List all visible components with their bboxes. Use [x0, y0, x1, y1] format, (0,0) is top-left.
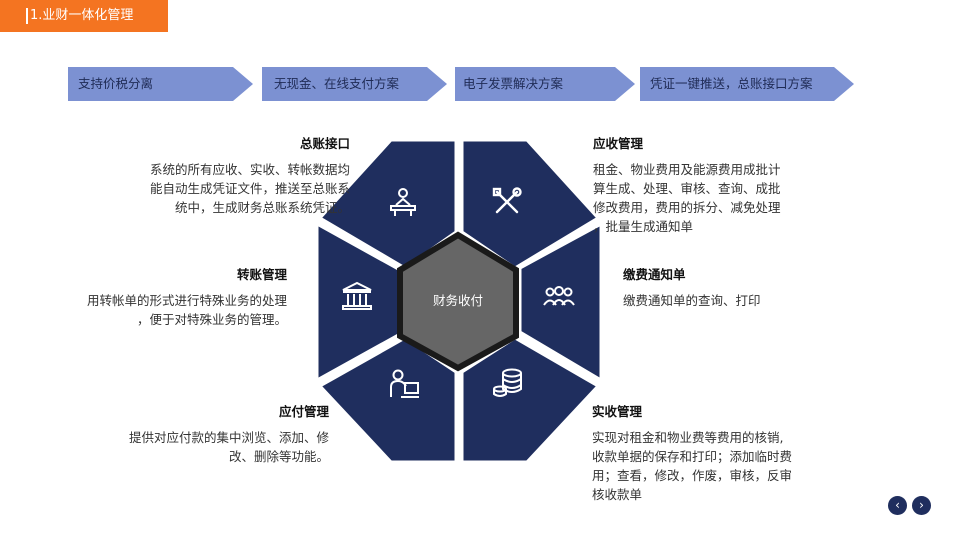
center-hexagon	[397, 231, 519, 372]
chevron-left-icon: ‹	[895, 498, 900, 512]
center-label-box: 财务收付	[405, 290, 511, 309]
presenter-icon	[386, 185, 420, 223]
section-title: 1.业财一体化管理	[30, 8, 134, 23]
segment-received	[460, 336, 600, 464]
module-desc-line: 算生成、处理、审核、查询、成批	[593, 181, 781, 196]
group-icon	[542, 285, 576, 315]
module-desc-line: 核收款单	[592, 487, 643, 502]
center-label: 财务收付	[432, 293, 483, 308]
module-received: 实收管理 实现对租金和物业费等费用的核销, 收款单据的保存和打印；添加临时费 用…	[592, 401, 822, 504]
module-desc-line: 能自动生成凭证文件，推送至总账系	[149, 181, 350, 196]
module-desc-line: 用转帐单的形式进行特殊业务的处理	[86, 293, 287, 308]
segment-payable	[318, 336, 458, 464]
coins-icon	[492, 367, 526, 403]
segment-receivable	[460, 138, 600, 270]
module-desc-line: 修改费用，费用的拆分、减免处理	[593, 200, 781, 215]
module-desc-line: 统中，生成财务总账系统凭证。	[174, 200, 350, 215]
next-button[interactable]: ›	[912, 496, 931, 515]
module-title: 缴费通知单	[623, 267, 686, 282]
feature-chevron-3: 电子发票解决方案	[455, 67, 635, 101]
module-receivable: 应收管理 租金、物业费用及能源费用成批计 算生成、处理、审核、查询、成批 修改费…	[593, 133, 823, 236]
feature-chevron-4: 凭证一键推送，总账接口方案	[640, 67, 854, 101]
module-desc-line: 改、删除等功能。	[228, 449, 329, 464]
module-payable: 应付管理 提供对应付款的集中浏览、添加、修 改、删除等功能。	[100, 401, 329, 466]
module-title: 应收管理	[593, 136, 644, 151]
module-desc-line: 租金、物业费用及能源费用成批计	[593, 162, 781, 177]
feature-label: 支持价税分离	[78, 76, 154, 91]
tools-icon	[490, 185, 524, 223]
module-payment-notice: 缴费通知单 缴费通知单的查询、打印	[623, 264, 823, 310]
module-desc-line: 实现对租金和物业费等费用的核销,	[592, 430, 784, 445]
feature-chevron-2: 无现金、在线支付方案	[262, 67, 447, 101]
feature-label: 无现金、在线支付方案	[274, 76, 400, 91]
module-desc-line: 提供对应付款的集中浏览、添加、修	[128, 430, 329, 445]
chevron-right-icon: ›	[919, 498, 924, 512]
section-title-tab: 1.业财一体化管理	[0, 0, 168, 32]
feature-chevron-1: 支持价税分离	[68, 67, 253, 101]
prev-button[interactable]: ‹	[888, 496, 907, 515]
module-desc-line: 收款单据的保存和打印；添加临时费	[592, 449, 793, 464]
module-title: 转账管理	[236, 267, 287, 282]
feature-label: 电子发票解决方案	[463, 76, 564, 91]
module-transfer: 转账管理 用转帐单的形式进行特殊业务的处理 ，便于对特殊业务的管理。	[60, 264, 287, 329]
feature-label: 凭证一键推送，总账接口方案	[650, 76, 813, 91]
segment-payment-notice	[518, 222, 603, 382]
module-general-ledger: 总账接口 系统的所有应收、实收、转帐数据均 能自动生成凭证文件，推送至总账系 统…	[100, 133, 350, 217]
module-title: 应付管理	[278, 404, 329, 419]
segment-general-ledger	[318, 138, 458, 270]
module-desc-line: 用；查看，修改，作废，审核，反审	[592, 468, 793, 483]
module-desc-line: ，批量生成通知单	[593, 219, 694, 234]
bank-icon	[340, 280, 374, 316]
person-laptop-icon	[387, 367, 421, 405]
module-desc-line: 系统的所有应收、实收、转帐数据均	[149, 162, 350, 177]
module-desc-line: 缴费通知单的查询、打印	[623, 293, 761, 308]
module-title: 总账接口	[299, 136, 350, 151]
module-title: 实收管理	[592, 404, 643, 419]
module-desc-line: ，便于对特殊业务的管理。	[136, 312, 287, 327]
